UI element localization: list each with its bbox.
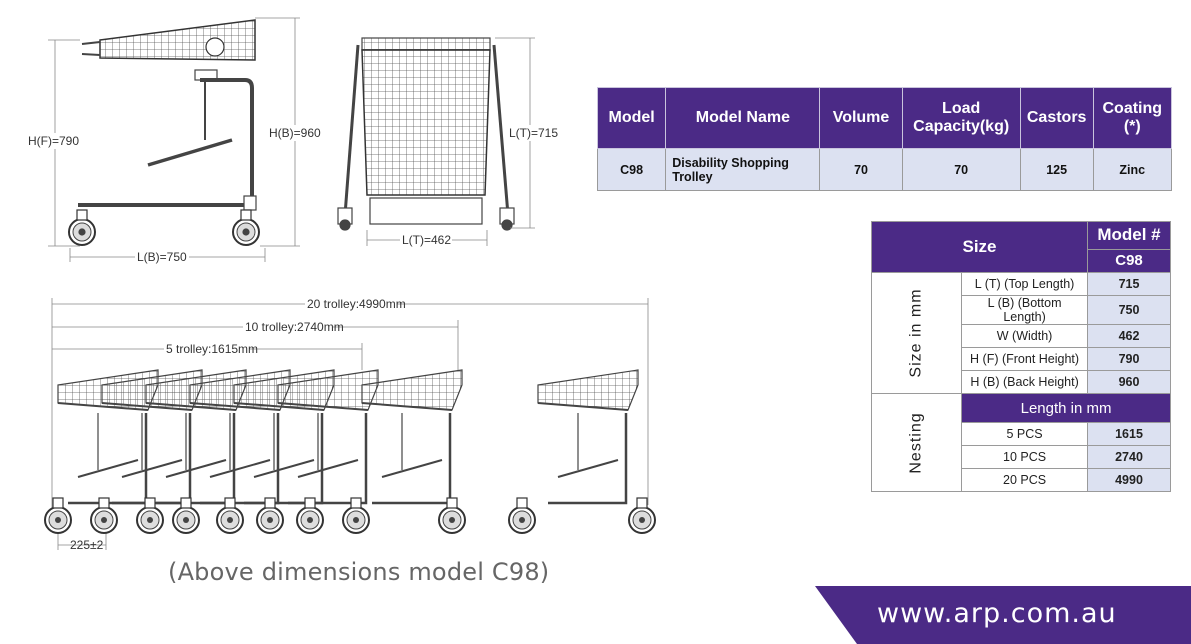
spec-cell-load-capacity: 70 [901,148,1021,191]
table-row: 10 PCS 2740 [872,445,1171,469]
spec-header-model-name: Model Name [665,87,821,149]
table-row: W (Width) 462 [872,324,1171,348]
size-in-mm-side-label: Size in mm [870,272,963,394]
size-row-value: 960 [1087,370,1171,394]
spec-header-coating: Coating (*) [1092,87,1173,149]
table-row: 5 PCS 1615 [872,422,1171,446]
table-row: H (B) (Back Height) 960 [872,370,1171,394]
size-header: Size [871,221,1088,273]
spec-header-model: Model [596,87,667,149]
nesting-row-label: 20 PCS [961,468,1088,492]
front-view-drawing [337,37,535,246]
nesting-view-drawing: 20 trolley:4990mm 10 trolley:2740mm 5 tr… [44,297,656,552]
spec-cell-castors: 125 [1019,148,1094,191]
model-number-value: C98 [1087,248,1171,274]
table-row: C98 Disability Shopping Trolley 70 70 12… [596,148,1173,191]
spec-header-row: Model Model Name Volume Load Capacity(kg… [596,87,1173,149]
size-row-label: L (T) (Top Length) [961,272,1088,296]
nesting-row-label: 5 PCS [961,422,1088,446]
spec-cell-model: C98 [596,148,667,191]
spec-header-castors: Castors [1019,87,1094,149]
table-row: 20 PCS 4990 [872,468,1171,492]
spec-cell-coating: Zinc [1092,148,1173,191]
size-row-label: H (B) (Back Height) [961,370,1088,394]
back-height-label: H(B)=960 [269,126,321,140]
nesting-row-value: 2740 [1087,445,1171,469]
size-row-label: W (Width) [961,324,1088,348]
spec-header-load-capacity: Load Capacity(kg) [901,87,1021,149]
nesting-header: Length in mm [961,393,1171,423]
size-table: Size Model # C98 Size in mm L (T) (Top L… [870,221,1171,492]
dimensions-caption: (Above dimensions model C98) [168,558,550,586]
spec-cell-model-name: Disability Shopping Trolley [665,148,821,191]
website-banner: www.arp.com.au [815,586,1191,644]
table-row: L (B) (Bottom Length) 750 [872,295,1171,325]
nesting-10-label: 10 trolley:2740mm [245,320,344,334]
website-url-link[interactable]: www.arp.com.au [877,598,1117,629]
nesting-row-label: 10 PCS [961,445,1088,469]
spec-cell-volume: 70 [819,148,903,191]
spec-table: Model Model Name Volume Load Capacity(kg… [596,87,1173,191]
size-row-value: 715 [1087,272,1171,296]
nesting-row-value: 1615 [1087,422,1171,446]
nesting-side-label: Nesting [870,393,963,492]
top-length-bottom-label: L(T)=462 [402,233,451,247]
front-height-label: H(F)=790 [28,134,79,148]
nesting-pitch-label: 225±2 [70,538,104,552]
model-number-header: Model # [1087,221,1171,250]
size-row-label: L (B) (Bottom Length) [961,295,1088,325]
table-row: H (F) (Front Height) 790 [872,347,1171,371]
side-view-drawing [48,17,300,262]
size-row-value: 790 [1087,347,1171,371]
size-row-label: H (F) (Front Height) [961,347,1088,371]
bottom-length-label: L(B)=750 [137,250,187,264]
nesting-20-label: 20 trolley:4990mm [307,297,406,311]
nesting-row-value: 4990 [1087,468,1171,492]
table-row: Size in mm L (T) (Top Length) 715 [870,272,1171,394]
top-length-side-label: L(T)=715 [509,126,558,140]
spec-header-volume: Volume [819,87,903,149]
size-row-value: 750 [1087,295,1171,325]
nesting-5-label: 5 trolley:1615mm [166,342,258,356]
size-row-value: 462 [1087,324,1171,348]
